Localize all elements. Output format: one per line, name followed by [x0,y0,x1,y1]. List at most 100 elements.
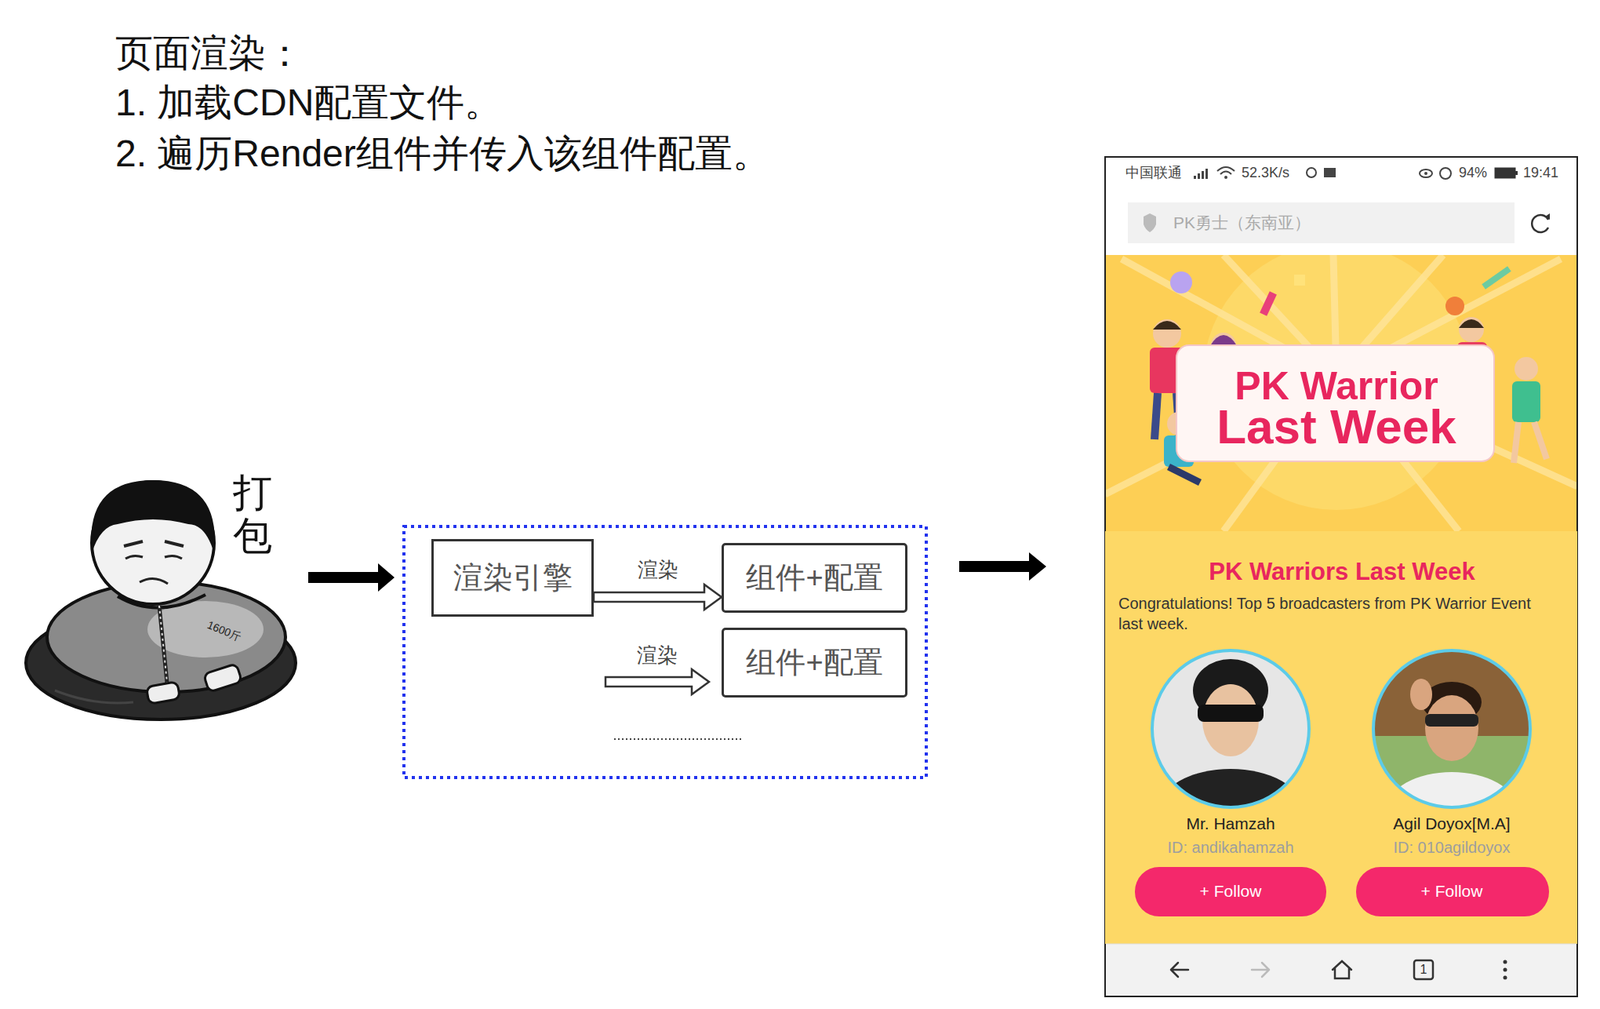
event-banner [1152,320,1182,330]
step-text: 2. 遍历Render组件并传入该组件配置。 [115,130,771,177]
status-text: 中国联通 [1125,164,1182,182]
meme-caption: 打包 [232,471,273,558]
title-plate [1176,345,1495,462]
meme-figure [54,690,134,703]
flow-arrow [959,552,1047,581]
phone-screenshot [1373,650,1531,808]
hollow-arrow [605,669,710,695]
node-text: 渲染引擎 [453,560,573,597]
component-box: 组件+配置 [721,542,908,613]
arrow-label: 渲染 [636,643,678,668]
event-banner [1259,290,1277,316]
flow-arrow [308,563,395,592]
meme-figure [139,578,168,584]
reload-icon [1545,213,1550,220]
status-icons [1306,167,1317,178]
avatar-photo [1372,649,1531,736]
user-name: Agil Doyox[M.A] [1392,813,1510,833]
nav-icons [1414,960,1433,979]
event-banner [1203,254,1470,510]
phone-screenshot [1503,960,1508,964]
event-banner [1105,254,1577,531]
user-name: Mr. Hamzah [1185,813,1275,833]
phone-screenshot [1105,156,1578,997]
nav-bar [1105,943,1577,996]
status-icons [1323,167,1336,178]
render-arrow [593,584,722,610]
shield-icon [1143,213,1157,233]
avatar-photo [1425,694,1479,761]
user-id: ID: andikahamzah [1167,837,1294,857]
node-text: 组件+配置 [745,644,883,681]
nav-icons [1170,960,1433,979]
status-icons [1217,167,1235,175]
engine-box: 渲染引擎 [431,538,594,617]
status-icons [1193,175,1197,179]
phone-screenshot [1105,943,1577,945]
meme-figure [123,541,143,546]
nav-icons [1332,960,1352,979]
phone-screenshot [1105,156,1578,997]
component-box: 组件+配置 [721,627,908,698]
status-text: 94% [1458,164,1488,182]
meme-figure [159,605,168,691]
status-icons [1440,167,1451,179]
event-banner [1445,296,1465,316]
avatar-photo [1151,649,1310,851]
event-banner [1152,319,1182,348]
status-icons [1424,171,1428,175]
user-id: ID: 010agildoyox [1393,837,1511,857]
page-title: 页面渲染： [115,30,304,77]
status-icons [1201,170,1204,179]
phone-screenshot [1503,967,1508,972]
status-icons [1224,175,1228,179]
reload-icon [1531,214,1549,233]
status-icons [1494,167,1516,179]
avatar-photo [1372,649,1531,844]
event-banner [1170,271,1193,294]
node-text: 组件+配置 [745,560,883,597]
step-text: 1. 加载CDN配置文件。 [115,80,502,126]
meme-figure [164,555,182,559]
event-banner [1168,466,1200,483]
meme-figure [145,681,180,705]
nav-icons [1251,962,1270,977]
arrow-label: 渲染 [637,558,679,582]
event-banner [1514,356,1539,381]
follow-button [1356,866,1550,917]
avatar-photo [1158,768,1303,851]
meme-figure [125,555,143,559]
avatar-photo [1197,704,1264,722]
banner-title: Last Week [1216,397,1457,456]
event-banner [1481,265,1511,289]
event-banner [1512,381,1541,422]
status-text: 19:41 [1523,164,1559,182]
url-bar [1127,202,1515,244]
engine-group-outline [403,526,927,778]
section-body: Congratulations! Top 5 broadcasters from… [1118,592,1542,634]
button-text: + Follow [1200,880,1262,901]
meme-figure [164,541,184,546]
event-banner [1458,319,1484,328]
avatar-photo [1410,678,1433,710]
event-banner [1154,392,1158,440]
event-banner [1105,254,1577,531]
ellipsis-dots [614,738,743,740]
phone-screenshot [1152,650,1310,808]
status-text: 52.3K/s [1241,164,1290,182]
section-heading: PK Warriors Last Week [1208,556,1475,586]
event-banner [1513,421,1519,463]
status-icons [1197,173,1200,179]
nav-icons [1170,962,1189,977]
follow-button [1134,866,1327,917]
content-panel [1105,530,1578,944]
event-banner [1534,421,1547,459]
button-text: + Follow [1421,880,1484,901]
status-icons [1515,170,1518,175]
meme-figure [159,605,168,691]
url-text: PK勇士（东南亚） [1173,212,1311,233]
avatar-photo [1425,713,1479,727]
event-banner [1458,316,1484,342]
status-icons [1419,169,1433,178]
meme-figure [203,663,242,692]
